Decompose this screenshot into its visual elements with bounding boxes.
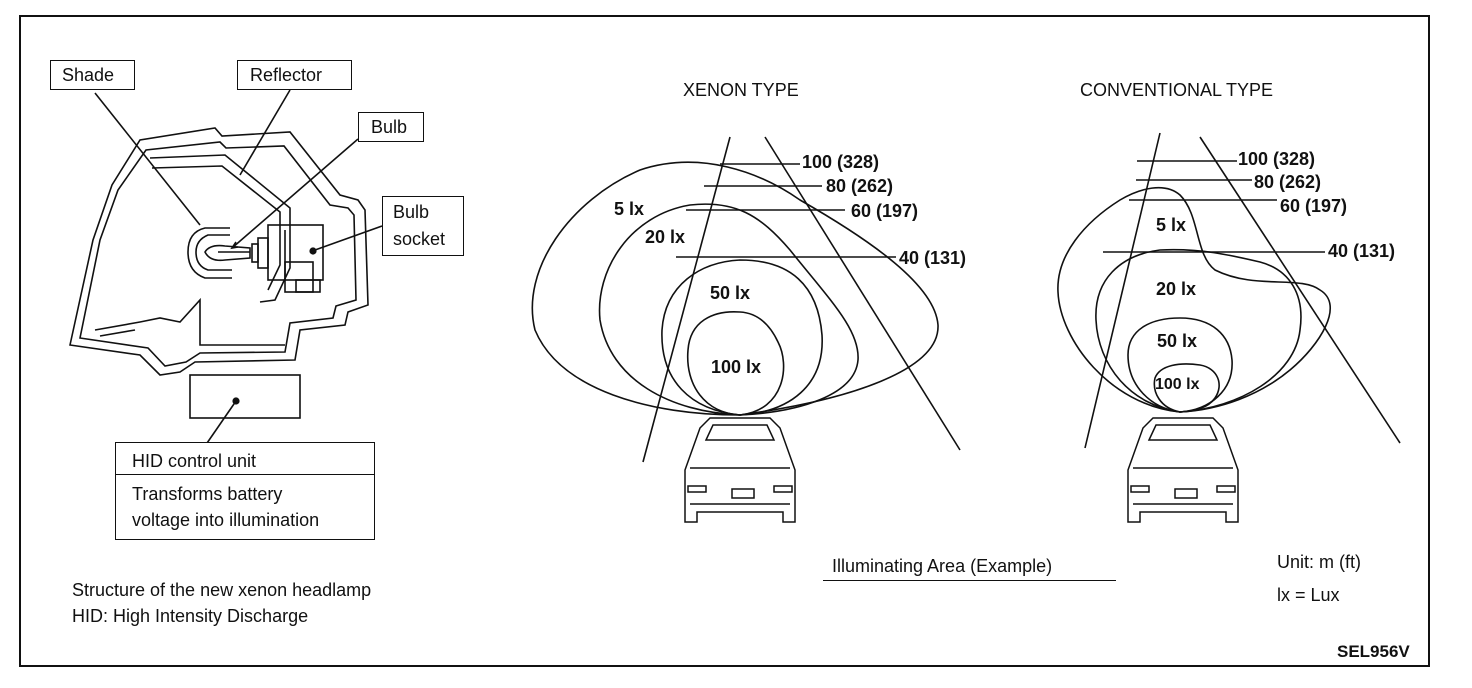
xenon-car [684, 417, 796, 523]
headlamp-housing-inner [79, 141, 357, 367]
bulb-socket-label-line2: socket [393, 229, 446, 249]
xenon-distance-label-40: 40 (131) [899, 248, 967, 268]
xenon-5lx-contour [531, 161, 939, 416]
reflector-inner [151, 165, 281, 291]
conventional-zone-label-20lx: 20 lx [1156, 279, 1197, 299]
xenon-distance-label-80: 80 (262) [826, 176, 894, 196]
illuminating-area-caption: Illuminating Area (Example) [832, 556, 1053, 576]
hid-control-unit-box [189, 374, 301, 419]
shade-label-box: Shade [50, 60, 135, 90]
structure-caption: Structure of the new xenon headlamp [72, 580, 372, 600]
conventional-type-title: CONVENTIONAL TYPE [1080, 80, 1274, 100]
conventional-distance-label-80: 80 (262) [1254, 172, 1322, 192]
conventional-distance-label-60: 60 (197) [1280, 196, 1348, 216]
conventional-100lx-contour [1153, 363, 1220, 413]
xenon-zone-label-50lx: 50 lx [710, 283, 751, 303]
unit-note: Unit: m (ft) [1277, 552, 1361, 572]
xenon-distance-label-60: 60 (197) [851, 201, 919, 221]
hid-description-line1: Transforms battery [132, 484, 283, 504]
conventional-zone-label-100lx: 100 lx [1155, 376, 1200, 393]
lux-definition: lx = Lux [1277, 585, 1340, 605]
xenon-distance-label-100: 100 (328) [802, 152, 880, 172]
conventional-zone-label-50lx: 50 lx [1157, 331, 1198, 351]
socket-leader [314, 225, 383, 251]
hid-control-unit-title: HID control unit [132, 451, 257, 471]
headlamp-housing-outer [69, 127, 369, 376]
xenon-zone-label-20lx: 20 lx [645, 227, 686, 247]
conventional-car [1127, 417, 1239, 523]
xenon-50lx-contour [661, 259, 823, 416]
reflector-outline [149, 154, 291, 303]
bulb-label: Bulb [371, 117, 408, 137]
bulb-socket-label-line1: Bulb [393, 202, 430, 222]
reflector-leader [239, 89, 291, 176]
shade-cup [187, 227, 232, 279]
shade-label: Shade [62, 65, 115, 85]
reflector-label: Reflector [250, 65, 323, 85]
conventional-50lx-contour [1127, 317, 1233, 413]
xenon-100lx-contour [686, 311, 785, 416]
xenon-zone-label-5lx: 5 lx [614, 199, 645, 219]
conventional-5lx-contour [1057, 186, 1332, 413]
bulb-socket-label-box: Bulb socket [382, 196, 464, 256]
xenon-zone-label-100lx: 100 lx [711, 357, 762, 377]
hid-control-unit-callout: HID control unit Transforms battery volt… [115, 442, 375, 540]
figure-code: SEL956V [1337, 642, 1410, 661]
illuminating-area-underline [823, 580, 1116, 581]
bulb-glass [204, 244, 251, 262]
hid-definition-caption: HID: High Intensity Discharge [72, 606, 309, 626]
bulb-label-box: Bulb [358, 112, 424, 142]
conventional-distance-label-100: 100 (328) [1238, 149, 1316, 169]
diagram-frame [19, 15, 1430, 667]
conventional-zone-label-5lx: 5 lx [1156, 215, 1187, 235]
hid-description-line2: voltage into illumination [132, 510, 320, 530]
xenon-20lx-contour [598, 203, 859, 416]
reflector-label-box: Reflector [237, 60, 352, 90]
bulb-leader [231, 138, 359, 249]
conventional-distance-label-40: 40 (131) [1328, 241, 1396, 261]
xenon-type-title: XENON TYPE [683, 80, 799, 100]
shade-leader [94, 92, 201, 226]
hid-callout-divider [116, 474, 374, 475]
